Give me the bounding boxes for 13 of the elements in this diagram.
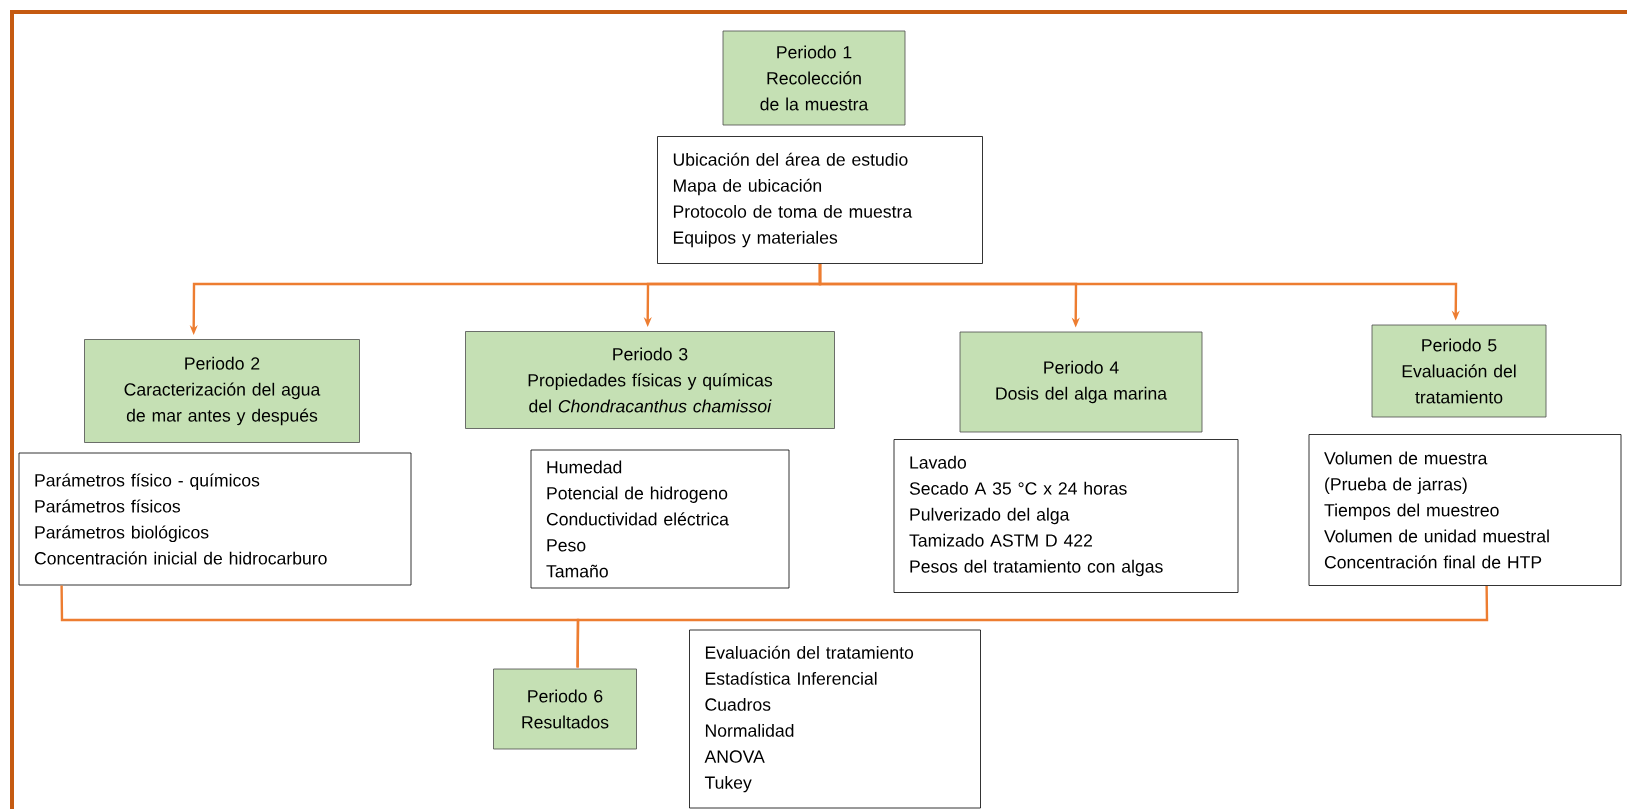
list-box: Evaluación del tratamiento Estadística Inferencial Cuadros Normalidad ANOVA Tukey bbox=[689, 629, 981, 809]
list-box: Parámetros físico - químicos Parámetros físicos Parámetros biológicos Concentración inicial de hidrocarburo bbox=[18, 452, 412, 586]
period-box: Periodo 2 Caracterización del agua de mar antes y después bbox=[84, 339, 360, 443]
period-box: Periodo 5 Evaluación del tratamiento bbox=[1371, 324, 1547, 418]
period-box: Periodo 6 Resultados bbox=[493, 668, 637, 750]
list-box: Humedad Potencial de hidrogeno Conductividad eléctrica Peso Tamaño bbox=[530, 449, 790, 589]
list-box: Volumen de muestra (Prueba de jarras) Tiempos del muestreo Volumen de unidad muestral Concentración final de HTP bbox=[1308, 434, 1622, 586]
connector bbox=[576, 585, 1489, 668]
period-box: Periodo 3 Propiedades físicas y químicas del Chondracanthus chamissoi bbox=[465, 331, 835, 429]
list-box: Lavado Secado A 35 °C x 24 horas Pulverizado del alga Tamizado ASTM D 422 Pesos del tratamiento con algas bbox=[893, 439, 1239, 593]
list-box: Ubicación del área de estudio Mapa de ubicación Protocolo de toma de muestra Equipos y materiales bbox=[657, 136, 983, 264]
period-box: Periodo 4 Dosis del alga marina bbox=[959, 331, 1203, 433]
period-box: Periodo 1 Recolección de la muestra bbox=[722, 30, 906, 126]
